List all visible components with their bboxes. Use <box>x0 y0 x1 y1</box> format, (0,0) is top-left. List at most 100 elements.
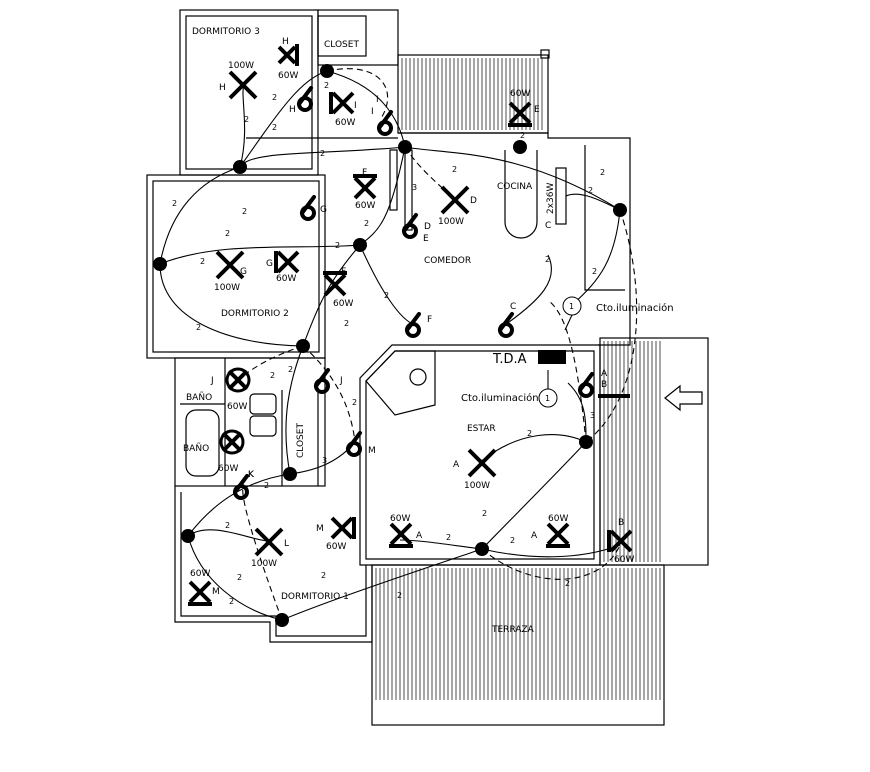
bathtub <box>185 409 220 477</box>
fixture-watt: 100W <box>251 559 277 569</box>
fixture-letter: D <box>470 196 477 206</box>
switch-icon <box>377 110 393 136</box>
fixture-letter: H <box>219 83 226 93</box>
wire-count-labels: 2 2 2 2 2 3 2 2 2 2 2 2 2 2 2 2 2 2 2 2 … <box>172 81 605 606</box>
fixture-watt: 100W <box>228 61 254 71</box>
fixture-letter: A <box>416 531 423 541</box>
wall-dormitorio-1-inner <box>180 492 367 637</box>
wire-dashed <box>585 209 638 443</box>
junction-box <box>275 613 289 627</box>
wire <box>571 209 621 306</box>
wire-count: 2 <box>452 165 457 174</box>
junction-box <box>613 203 627 217</box>
switch-letter: A <box>601 369 608 379</box>
switch-letter: I <box>371 107 374 117</box>
wire <box>326 70 406 148</box>
wire <box>564 314 573 331</box>
wire-count: 2 <box>565 579 570 588</box>
fixture-watt: 100W <box>438 217 464 227</box>
fixture-watt: 60W <box>190 569 210 579</box>
fixture-watt: 100W <box>214 283 240 293</box>
wire <box>281 548 483 621</box>
switch-letter: I <box>376 95 379 105</box>
fixture-letter: J <box>210 376 214 386</box>
wire <box>159 244 361 265</box>
wall-closet-box <box>317 15 367 57</box>
fixture-letter: G <box>240 267 247 277</box>
junction-box <box>398 140 412 154</box>
fixture-letter: L <box>284 539 289 549</box>
wire-count: 2 <box>225 521 230 530</box>
switch-letter: K <box>248 470 255 480</box>
wire <box>239 146 406 168</box>
wire <box>239 84 246 168</box>
junction-box <box>181 529 195 543</box>
hatch-deck-top <box>401 58 543 130</box>
wall-lamp-icon <box>353 174 377 200</box>
switch-letter: B <box>601 380 607 390</box>
wall-deck-right <box>599 337 709 566</box>
wall-lamps <box>188 44 633 606</box>
fixture-letter: F <box>362 168 367 178</box>
ceiling-lamps <box>215 70 497 557</box>
switch-icon <box>578 372 594 398</box>
wire <box>285 345 304 475</box>
wire-count: 3 <box>412 183 417 192</box>
wall-lamp-icon <box>329 91 355 115</box>
wire <box>187 529 269 542</box>
sink-2 <box>249 415 277 437</box>
fixture-watt: 60W <box>335 118 355 128</box>
switch-icon <box>498 312 514 338</box>
wire-count: 2 <box>272 93 277 102</box>
switch-letter: C <box>510 302 516 312</box>
wall-chimney <box>365 350 436 416</box>
switch-icon <box>300 195 316 221</box>
wall-lamp-icon <box>277 44 299 66</box>
wire-count: 2 <box>384 291 389 300</box>
wire <box>404 146 621 211</box>
switch-labels: H I I E D G F C J M K A B <box>248 95 608 480</box>
wire-dashed <box>481 544 621 580</box>
wire-count: 2 <box>200 257 205 266</box>
fixture-watt: 60W <box>333 299 353 309</box>
circuit-number: 1 <box>569 302 574 311</box>
wall-lamp-icon <box>323 271 347 297</box>
room-label-dormitorio-2: DORMITORIO 2 <box>221 309 289 319</box>
wire <box>187 535 283 621</box>
wire-count: 2 <box>446 533 451 542</box>
sink-1 <box>249 393 277 415</box>
room-label-comedor: COMEDOR <box>424 256 471 266</box>
wire-count: 2 <box>321 571 326 580</box>
hatch-deck-right <box>603 341 661 562</box>
junction-box <box>320 64 334 78</box>
room-label-dormitorio-1: DORMITORIO 1 <box>281 592 349 602</box>
wire <box>481 441 587 550</box>
room-label-closet-mid: CLOSET <box>296 423 306 458</box>
fixture-letter: M <box>316 524 324 534</box>
wire-count: 2 <box>588 186 593 195</box>
wire <box>565 193 621 211</box>
wall-closet-top <box>317 9 399 66</box>
room-label-bano-1: BAÑO <box>186 392 212 403</box>
fixture-letter: I <box>354 101 357 111</box>
wire <box>567 382 587 443</box>
junction-box <box>233 160 247 174</box>
room-label-dormitorio-3: DORMITORIO 3 <box>192 27 260 37</box>
fixture-letter: A <box>531 531 538 541</box>
wire <box>481 544 621 558</box>
chimney-circle <box>409 368 427 386</box>
wire-count: 2 <box>364 219 369 228</box>
fixture-letter: H <box>282 37 289 47</box>
wall-terraza <box>371 564 665 726</box>
room-label-closet-top: CLOSET <box>324 40 359 50</box>
junction-box <box>353 238 367 252</box>
wire-count: 3 <box>590 411 595 420</box>
lamp-x-icon <box>467 448 497 478</box>
fixture-watt: 60W <box>548 514 568 524</box>
room-labels: DORMITORIO 3 CLOSET COCINA COMEDOR DORMI… <box>183 27 535 635</box>
kitchen-wall <box>584 145 625 291</box>
fixture-letter: G <box>266 259 273 269</box>
wire-count: 2 <box>592 267 597 276</box>
junction-nodes <box>153 64 627 627</box>
wall-dormitorio-3-inner <box>185 15 313 170</box>
